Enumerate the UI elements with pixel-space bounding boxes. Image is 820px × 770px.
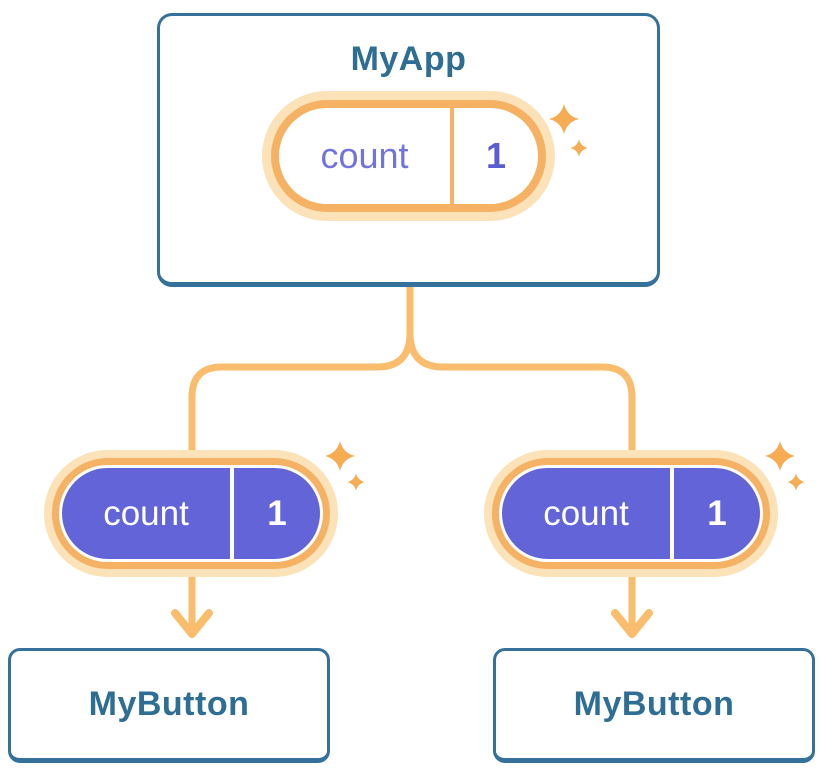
component-title: MyButton — [573, 685, 735, 723]
state-name-segment: count — [279, 108, 450, 204]
component-title: MyButton — [88, 685, 250, 723]
state-pill-body: count 1 — [59, 465, 323, 562]
state-value: 1 — [707, 493, 727, 533]
component-card-myapp: MyApp count 1 — [157, 13, 660, 287]
state-value-segment: 1 — [230, 468, 320, 559]
state-value: 1 — [485, 135, 507, 176]
state-pill-ring: count 1 — [52, 458, 330, 569]
component-card-mybutton-left: MyButton — [8, 648, 330, 763]
state-value-segment: 1 — [450, 108, 538, 204]
state-pill-child-left: count 1 — [44, 450, 338, 577]
arrow-down-icon — [171, 609, 213, 638]
state-name-segment: count — [62, 468, 230, 559]
state-pill-ring: count 1 — [271, 100, 546, 212]
component-title: MyApp — [350, 40, 467, 78]
state-pill-child-right: count 1 — [484, 450, 778, 577]
state-value: 1 — [267, 493, 287, 533]
state-name: count — [103, 493, 189, 533]
state-name: count — [320, 135, 409, 176]
state-value-segment: 1 — [670, 468, 760, 559]
state-pill-root: count 1 — [262, 91, 555, 221]
state-pill-body: count 1 — [499, 465, 763, 562]
component-card-mybutton-right: MyButton — [493, 648, 815, 763]
state-name-segment: count — [502, 468, 670, 559]
state-name: count — [543, 493, 629, 533]
state-pill-ring: count 1 — [492, 458, 770, 569]
state-pill-body: count 1 — [279, 108, 538, 204]
arrow-down-icon — [611, 609, 653, 638]
